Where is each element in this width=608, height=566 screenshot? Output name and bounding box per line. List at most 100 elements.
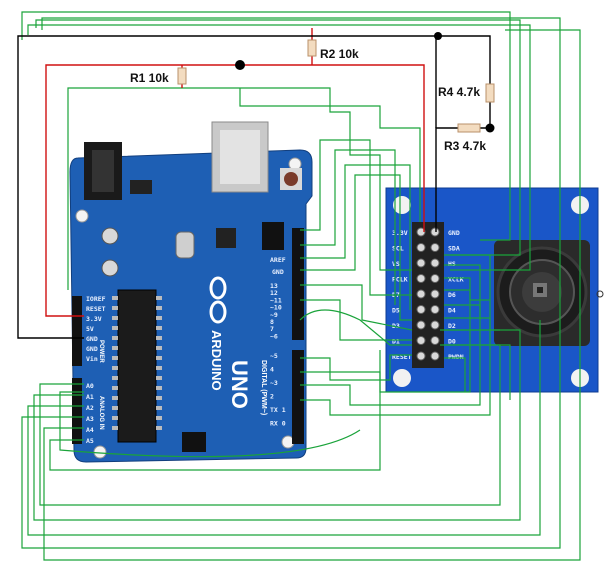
camera-pin [430,274,440,283]
wire-d2 [300,299,412,341]
wire-d-right2 [444,304,481,320]
camera-pin [430,305,440,314]
black-wires [17,35,491,339]
wire-pclk [239,88,421,222]
wire-a3 [21,17,561,549]
reset-button-cap [284,172,298,186]
camera-right-pin-label: SDA [448,245,460,253]
camera-left-pin-label: RESET [392,353,412,361]
power-pin-label: IOREF [86,295,106,303]
lens-side-knob [596,290,604,298]
digital-header-upper [292,228,304,340]
camera-left-pin-label: VS [392,260,400,268]
digital-label: DIGITAL (PWM~) [260,360,267,415]
power-label: POWER [98,340,104,363]
wire-xclk [300,277,471,393]
camera-pin [430,258,440,268]
resistor-r3-label: R3 4.7k [444,139,486,153]
arduino-logo [209,276,227,324]
wire-top-loop3 [27,24,531,271]
wire-lower-sweep [59,391,361,458]
camera-right-pin-label: GND [448,229,460,237]
camera-pin [430,243,440,252]
wire-d5 [300,164,411,310]
wire-d1 [299,309,412,346]
digital-pin-label: ~9 [270,311,278,319]
wire-d6 [300,149,396,305]
digital-pin-label: 12 [270,289,278,297]
digital-pin-label: 13 [270,282,278,290]
resistor-r4: R4 4.7k [438,83,495,103]
power-pin-label: GND [86,345,98,353]
digital-pin-label: ~6 [270,332,278,340]
analog-pin-label: A0 [86,382,94,390]
analog-pin-label: A5 [86,437,94,445]
digital-pin-label: ~5 [270,352,278,360]
power-pin-label: Vin [86,355,98,363]
chip-pins [112,296,162,430]
usb-connector-inner [220,130,260,184]
camera-pin [430,351,440,361]
atmega-chip [117,289,157,443]
wire-d-right3 [444,317,491,340]
wire-gnd [17,35,491,339]
camera-pin [416,351,426,361]
mount-hole [75,209,89,223]
junction-dot [235,60,245,70]
camera-pin [416,336,426,345]
resistor-r4-label: R4 4.7k [438,85,480,99]
digital-header-lower [292,350,304,444]
camera-pin [416,243,426,252]
wire-d4 [300,174,412,321]
resistor-r2-label: R2 10k [320,47,359,61]
digital-pin-label: 8 [270,318,274,326]
analog-pin-label: A3 [86,415,94,423]
camera-right-pin-label: D4 [448,307,456,315]
wire-a4 [43,29,581,561]
power-pin-label: 3.3V [86,315,102,323]
camera-pin [430,289,440,299]
digital-pin-label: ~11 [270,296,282,304]
camera-pin [416,274,426,283]
arduino-uno-board: ARDUINO UNO DIGITAL (PWM~) POWER ANALOG … [69,121,313,463]
capacitor [101,227,119,245]
camera-pin [430,336,440,345]
junction-dot [434,32,442,40]
digital-pin-label: ~3 [270,379,278,387]
camera-right-pin-label: XCLK [448,276,464,284]
capacitor [101,259,119,277]
wire-d0 [300,354,412,381]
camera-pin [430,320,440,330]
wire-hs [300,264,481,406]
power-pin-label: RESET [86,305,106,313]
aref-label: AREF [270,256,286,264]
camera-left-pin-label: D1 [392,338,400,346]
analog-header [72,378,82,444]
analog-label: ANALOG IN [98,396,104,430]
resistor-r1: R1 10k [130,67,187,85]
camera-right-pin-label: HS [448,260,456,268]
crystal [175,231,195,259]
power-pin-label: GND [86,335,98,343]
digital-pin-label: 7 [270,325,274,333]
digital-pin-label: 2 [270,393,274,401]
analog-pin-label: A1 [86,393,94,401]
camera-right-pin-label: D6 [448,291,456,299]
wire-d7 [300,139,412,296]
digital-pin-label: TX 1 [270,406,286,414]
resistor-r2: R2 10k [307,39,359,61]
voltage-regulator [130,180,152,194]
camera-right-pin-label: D0 [448,338,456,346]
green-wires [21,11,581,561]
wire-d3 [300,284,413,331]
wire-top-loop1 [21,11,511,241]
analog-pin-label: A2 [86,404,94,412]
wire-a5 [49,350,381,471]
wire-d-right5 [444,344,511,400]
junction-dot [485,123,495,133]
